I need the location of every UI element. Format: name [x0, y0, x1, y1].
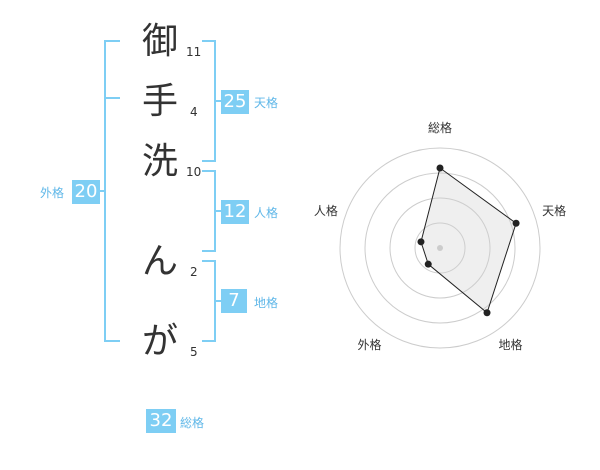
- name-char-5: が: [141, 321, 178, 362]
- radar-ring: [414, 222, 466, 274]
- chikaku-value: 7: [221, 289, 247, 313]
- radar-ring: [389, 197, 491, 299]
- soukaku-label: 総格: [180, 416, 205, 430]
- radar-axis-label: 総格: [428, 120, 452, 135]
- radar-point: [417, 238, 425, 246]
- radar-axis-label: 地格: [499, 337, 523, 352]
- jinkaku-value: 12: [221, 200, 249, 224]
- soukaku-value: 32: [146, 409, 176, 433]
- chikaku-bracket-tick: [214, 300, 222, 302]
- name-char-3: 洗: [141, 141, 178, 182]
- name-char-1: 御: [141, 21, 178, 62]
- gaikaku-bracket: [104, 40, 120, 342]
- radar-ring: [364, 172, 516, 324]
- radar-point: [483, 309, 491, 317]
- stroke-count-4: 2: [190, 265, 198, 279]
- name-char-4: ん: [141, 241, 178, 282]
- jinkaku-bracket-tick: [214, 210, 222, 212]
- radar-axis-label: 外格: [357, 337, 381, 352]
- chikaku-label: 地格: [254, 296, 279, 310]
- tenkaku-value: 25: [221, 90, 249, 114]
- radar-ring: [339, 147, 541, 349]
- gaikaku-label: 外格: [40, 186, 65, 200]
- stroke-count-2: 4: [190, 105, 198, 119]
- stroke-count-5: 5: [190, 345, 198, 359]
- tenkaku-label: 天格: [254, 96, 279, 110]
- stroke-count-1: 11: [186, 45, 202, 59]
- radar-axis-label: 天格: [542, 203, 566, 218]
- radar-point: [424, 260, 432, 268]
- name-char-2: 手: [141, 81, 178, 122]
- radar-point: [512, 219, 520, 227]
- radar-axis-label: 人格: [314, 203, 338, 218]
- radar-series-polygon: [420, 167, 517, 314]
- stroke-count-3: 10: [186, 165, 202, 179]
- tenkaku-bracket-tick: [214, 100, 222, 102]
- radar-point: [436, 164, 444, 172]
- radar-center-dot: [437, 245, 443, 251]
- gaikaku-bracket-tick: [104, 97, 120, 99]
- jinkaku-label: 人格: [254, 206, 279, 220]
- gaikaku-value: 20: [72, 180, 100, 204]
